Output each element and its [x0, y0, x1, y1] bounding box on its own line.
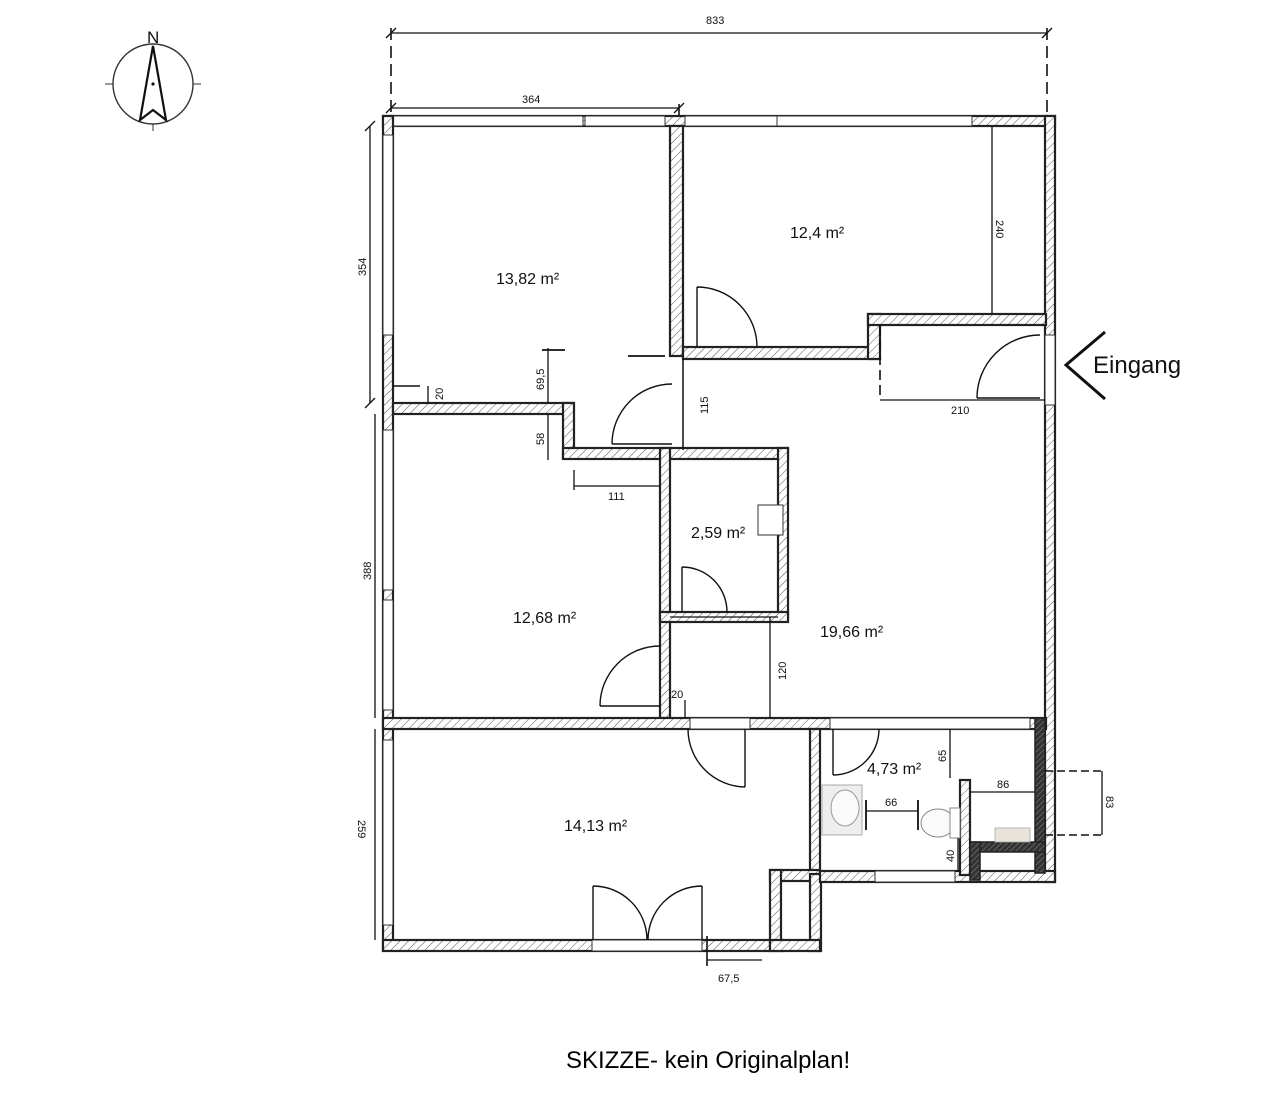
window-north-3 [776, 115, 973, 127]
wall-east [1043, 114, 1057, 884]
inner-dimensions: 354 240 388 259 210 115 69,5 20 58 111 [355, 120, 1115, 985]
wall-bath-partition [958, 778, 972, 877]
dim-door-offset: 69,5 [535, 369, 547, 390]
dim-bath-86: 86 [997, 779, 1009, 791]
wall-sw-east [808, 727, 822, 876]
dim-ne-height: 240 [993, 220, 1005, 238]
window-north-1 [584, 115, 666, 127]
room-area-storage: 2,59 m² [691, 525, 746, 542]
wall-nw-ne [668, 124, 685, 358]
wall-sw-notch-bottom [768, 938, 822, 953]
compass: N [105, 28, 201, 131]
entrance-opening [1044, 334, 1056, 406]
dim-total-width: 833 [706, 15, 724, 27]
window-west-1 [382, 134, 394, 336]
wall-ne-south-2 [866, 312, 1048, 327]
dim-step-58: 58 [535, 433, 547, 445]
wall-ne-south [681, 345, 880, 361]
window-west-3 [382, 599, 394, 711]
plant-icon [994, 827, 1031, 843]
dim-nw-height: 354 [357, 258, 369, 276]
dim-step-111: 111 [608, 491, 625, 503]
door-entrance [976, 334, 1041, 399]
chevron-left-arrow-icon [1063, 330, 1106, 401]
door-gap-bath [829, 717, 1031, 730]
vent-box [757, 504, 784, 536]
window-north-0 [392, 115, 584, 127]
wall-step-2 [561, 446, 790, 461]
room-area-bath: 4,73 m² [867, 761, 922, 778]
shaft-corner [969, 841, 981, 881]
door-ne [696, 286, 758, 348]
window-north-2 [684, 115, 778, 127]
door-nw [611, 383, 673, 445]
dim-wall-20-b: 20 [671, 689, 683, 701]
room-area-w: 12,68 m² [513, 610, 577, 627]
room-area-ne: 12,4 m² [790, 225, 845, 242]
wall-storage-west [658, 446, 672, 720]
dim-w-height: 388 [362, 562, 374, 580]
dim-entry-width: 210 [951, 405, 969, 417]
sketch-disclaimer: SKIZZE- kein Originalplan! [566, 1047, 850, 1074]
dim-sw-67-5: 67,5 [718, 973, 739, 985]
shaft-south [969, 841, 1046, 853]
dim-corridor-120: 120 [777, 662, 789, 680]
dim-bath-65: 65 [937, 750, 949, 762]
doors [592, 286, 1041, 941]
dim-nw-width: 364 [522, 94, 540, 106]
dimension-total-width: 833 [385, 15, 1053, 118]
dim-bath-83: 83 [1103, 796, 1115, 808]
door-sw [687, 728, 746, 788]
compass-north-arrow-icon [138, 45, 168, 123]
door-bath [832, 728, 880, 776]
dim-hall-gap: 115 [699, 396, 711, 414]
room-area-hall: 19,66 m² [820, 624, 884, 641]
room-area-nw: 13,82 m² [496, 271, 560, 288]
window-west-2 [382, 429, 394, 591]
dim-wall-20-a: 20 [434, 388, 446, 400]
shaft-east [1034, 717, 1046, 874]
wall-sw-notch-west [768, 868, 783, 952]
entrance-label: Eingang [1093, 352, 1181, 379]
dim-bath-40: 40 [945, 850, 957, 862]
balcony-door-opening [591, 939, 703, 952]
window-west-4 [382, 739, 394, 926]
door-gap-sw [689, 717, 751, 730]
window-bath [874, 870, 956, 883]
wall-nw-w [391, 401, 575, 416]
fixtures [821, 784, 1031, 843]
north-label: N [147, 28, 159, 47]
entrance-marker: Eingang [1063, 330, 1181, 401]
dim-bath-66: 66 [885, 797, 897, 809]
wall-south-sw [381, 938, 785, 953]
door-storage [681, 566, 728, 613]
door-balcony [592, 885, 703, 941]
room-area-sw: 14,13 m² [564, 818, 628, 835]
dim-sw-height: 259 [355, 820, 367, 838]
door-w [599, 645, 661, 707]
